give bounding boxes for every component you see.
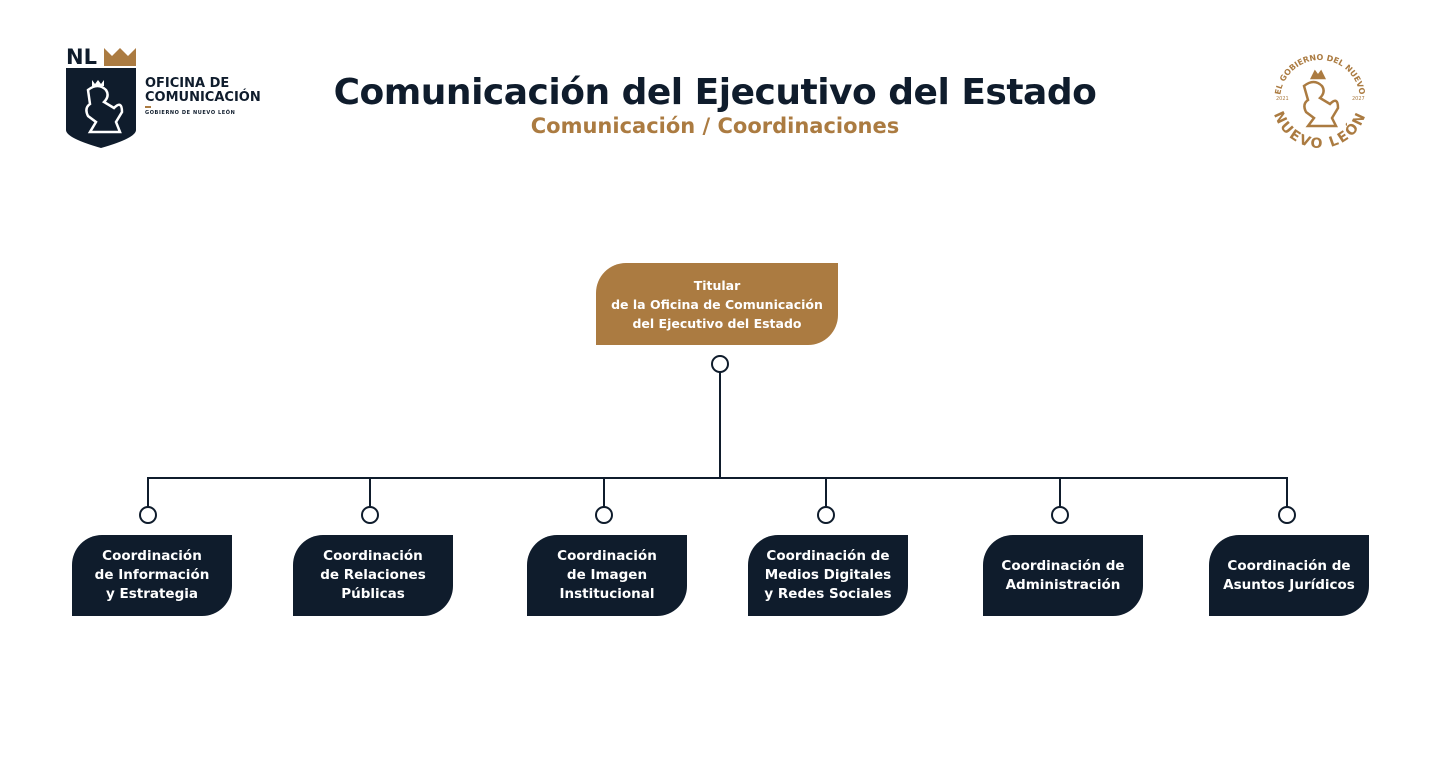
seal-graphic: EL GOBIERNO DEL NUEVO NUEVO LEÓN 2021 20… — [1270, 53, 1368, 152]
seal-year-end: 2027 — [1352, 96, 1365, 102]
org-node-titular: Titular de la Oficina de Comunicación de… — [596, 263, 838, 345]
government-seal: EL GOBIERNO DEL NUEVO NUEVO LEÓN 2021 20… — [1262, 42, 1378, 158]
child-connector-node — [1051, 506, 1069, 524]
page-subtitle: Comunicación / Coordinaciones — [530, 114, 900, 138]
child-connector-node — [139, 506, 157, 524]
org-node-asuntos-juridicos: Coordinación de Asuntos Jurídicos — [1209, 535, 1369, 616]
org-node-medios-digitales: Coordinación de Medios Digitales y Redes… — [748, 535, 908, 616]
lion-shield-icon — [66, 68, 136, 148]
logo-name-line2: COMUNICACIÓN — [145, 90, 261, 105]
office-logo: NL OFICINA DE COMUNICACIÓN GOBIERNO DE N… — [66, 46, 276, 150]
lion-icon — [1302, 69, 1340, 128]
logo-monogram: NL — [66, 45, 97, 69]
org-node-imagen-institucional: Coordinación de Imagen Institucional — [527, 535, 687, 616]
crown-icon — [104, 48, 136, 66]
logo-name-line1: OFICINA DE — [145, 76, 230, 91]
child-connector-node — [361, 506, 379, 524]
org-node-informacion-estrategia: Coordinación de Información y Estrategia — [72, 535, 232, 616]
logo-accent — [145, 106, 151, 108]
logo-tagline: GOBIERNO DE NUEVO LEÓN — [145, 110, 236, 116]
child-connector-node — [595, 506, 613, 524]
org-node-relaciones-publicas: Coordinación de Relaciones Públicas — [293, 535, 453, 616]
org-node-administracion: Coordinación de Administración — [983, 535, 1143, 616]
child-connector-node — [1278, 506, 1296, 524]
page-title: Comunicación del Ejecutivo del Estado — [333, 72, 1097, 113]
seal-year-start: 2021 — [1276, 96, 1289, 102]
child-connector-node — [817, 506, 835, 524]
head-connector-node — [711, 355, 729, 373]
